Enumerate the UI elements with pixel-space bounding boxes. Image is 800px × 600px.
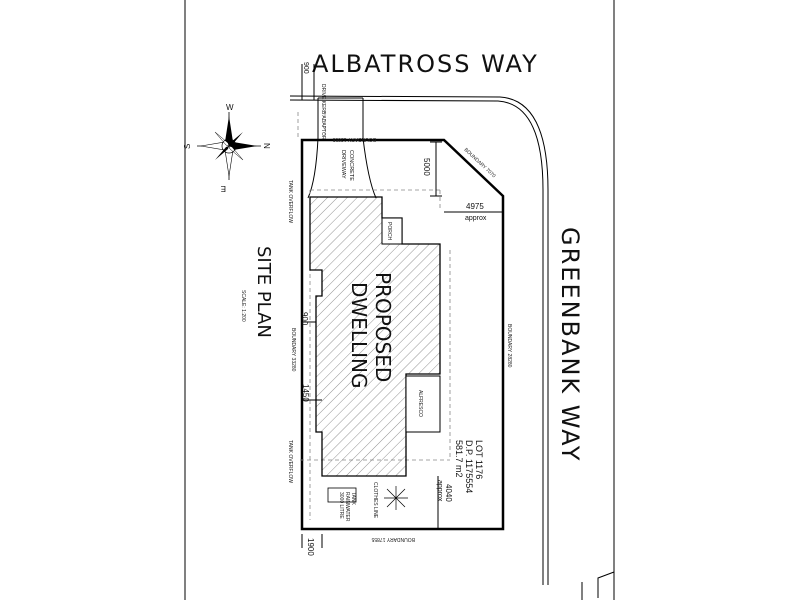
kerb-adaptor-label: DRIVE KERB ADAPTOR bbox=[320, 84, 326, 140]
adjacent-drawing-fragment bbox=[597, 571, 615, 598]
front-setback-value: 5000 bbox=[422, 158, 431, 176]
site-plan-scale: SCALE: 1:200 bbox=[240, 290, 246, 322]
porch-label: PORCH bbox=[386, 222, 392, 240]
road-kerb-line bbox=[289, 95, 549, 585]
alfresco-area bbox=[405, 375, 441, 433]
alfresco-label: ALFRESCO bbox=[417, 390, 423, 417]
boundary-south-label: BOUNDARY 17855 bbox=[371, 536, 415, 542]
driveway-label-2: DRIVEWAY bbox=[340, 150, 346, 179]
side-setback-value-a: 900 bbox=[300, 312, 309, 326]
rear-corner-value: 1900 bbox=[306, 538, 315, 556]
boundary-north-label: BOUNDARY 12855 bbox=[332, 136, 376, 142]
lot-boundary bbox=[300, 138, 505, 531]
street-name-north: ALBATROSS WAY bbox=[312, 50, 539, 78]
compass-label-e: E bbox=[221, 184, 226, 193]
rear-setback-note: approx bbox=[436, 480, 443, 502]
road-kerb-line-inner bbox=[289, 99, 544, 585]
corner-setback-value: 4975 bbox=[466, 202, 484, 211]
setback-guide-lines bbox=[300, 189, 451, 520]
tank-overflow-label-top: TANK OVERFLOW bbox=[287, 180, 293, 223]
porch-area bbox=[381, 217, 403, 245]
site-plan-title: SITE PLAN bbox=[253, 246, 274, 338]
water-tank-label-2: RAINWATER bbox=[344, 492, 350, 522]
water-tank-label-1: 3000 LITRE bbox=[338, 492, 344, 519]
street-name-east: GREENBANK WAY bbox=[556, 227, 584, 462]
boundary-inner-guides bbox=[297, 112, 326, 140]
compass-label-w: W bbox=[226, 103, 234, 112]
boundary-west-label: BOUNDARY 33280 bbox=[290, 328, 296, 372]
compass-label-n: N bbox=[262, 143, 271, 149]
driveway-offset-value: 900 bbox=[302, 62, 309, 74]
rainwater-tank bbox=[327, 487, 357, 503]
boundary-east-label: BOUNDARY 28280 bbox=[506, 324, 512, 368]
compass-label-s: S bbox=[183, 144, 192, 149]
dwelling-label-1: PROPOSED bbox=[371, 272, 395, 382]
driveway-label-1: CONCRETE bbox=[348, 150, 354, 181]
rear-setback-value: 4040 bbox=[444, 484, 453, 502]
concrete-driveway bbox=[307, 98, 377, 199]
tank-overflow-label-bottom: TANK OVERFLOW bbox=[287, 440, 293, 483]
lot-dp-number: D.P. 1175554 bbox=[464, 440, 474, 493]
side-setback-value-b: 1450 bbox=[301, 384, 310, 402]
compass-rose bbox=[197, 112, 261, 180]
clothes-line-symbol bbox=[384, 486, 408, 510]
dwelling-label-2: DWELLING bbox=[347, 282, 371, 388]
lot-number: LOT 1176 bbox=[474, 440, 484, 479]
corner-setback-note: approx bbox=[465, 215, 487, 222]
lot-area: 581.7 m2 bbox=[454, 440, 464, 478]
water-tank-label-3: TANK bbox=[350, 492, 356, 506]
clothes-line-label: CLOTHES LINE bbox=[372, 482, 378, 519]
